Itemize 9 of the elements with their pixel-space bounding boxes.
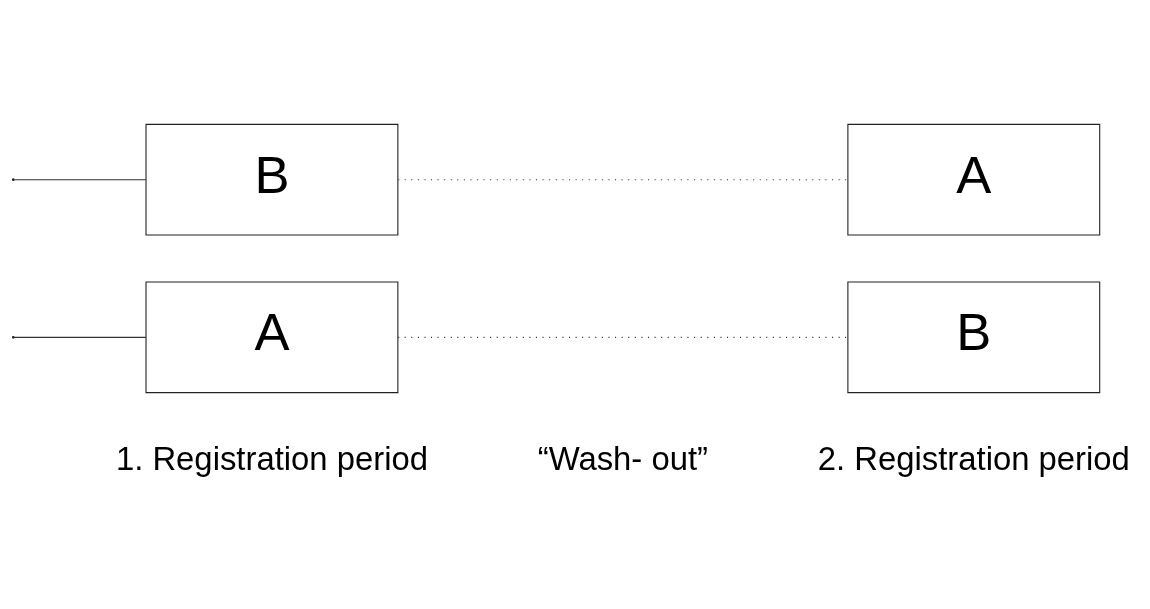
node-box: A [145, 281, 399, 394]
node-box: B [145, 123, 399, 236]
label: 2. Registration period [817, 440, 1130, 478]
label: 1. Registration period [115, 440, 428, 478]
connector [13, 179, 147, 181]
label: “Wash- out” [537, 440, 708, 478]
node-box: B [847, 281, 1101, 394]
node-box: A [847, 123, 1101, 236]
connector [13, 336, 147, 338]
